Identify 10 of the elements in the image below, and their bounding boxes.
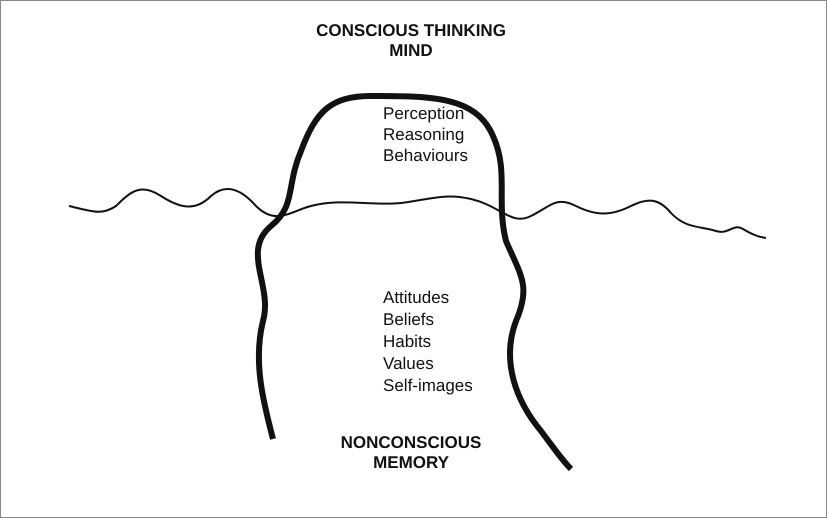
list-item: Beliefs (383, 310, 434, 330)
heading: CONSCIOUS THINKING MIND (315, 21, 507, 61)
list-item: Self-images (383, 376, 473, 396)
list-item: Behaviours (383, 146, 468, 166)
list-item: Values (383, 354, 434, 374)
list-item: Attitudes (383, 288, 450, 308)
list-item: Perception (383, 104, 464, 124)
heading: NONCONSCIOUS MEMORY (340, 433, 482, 473)
list-item: Reasoning (383, 125, 464, 145)
list-item: Habits (383, 332, 432, 352)
